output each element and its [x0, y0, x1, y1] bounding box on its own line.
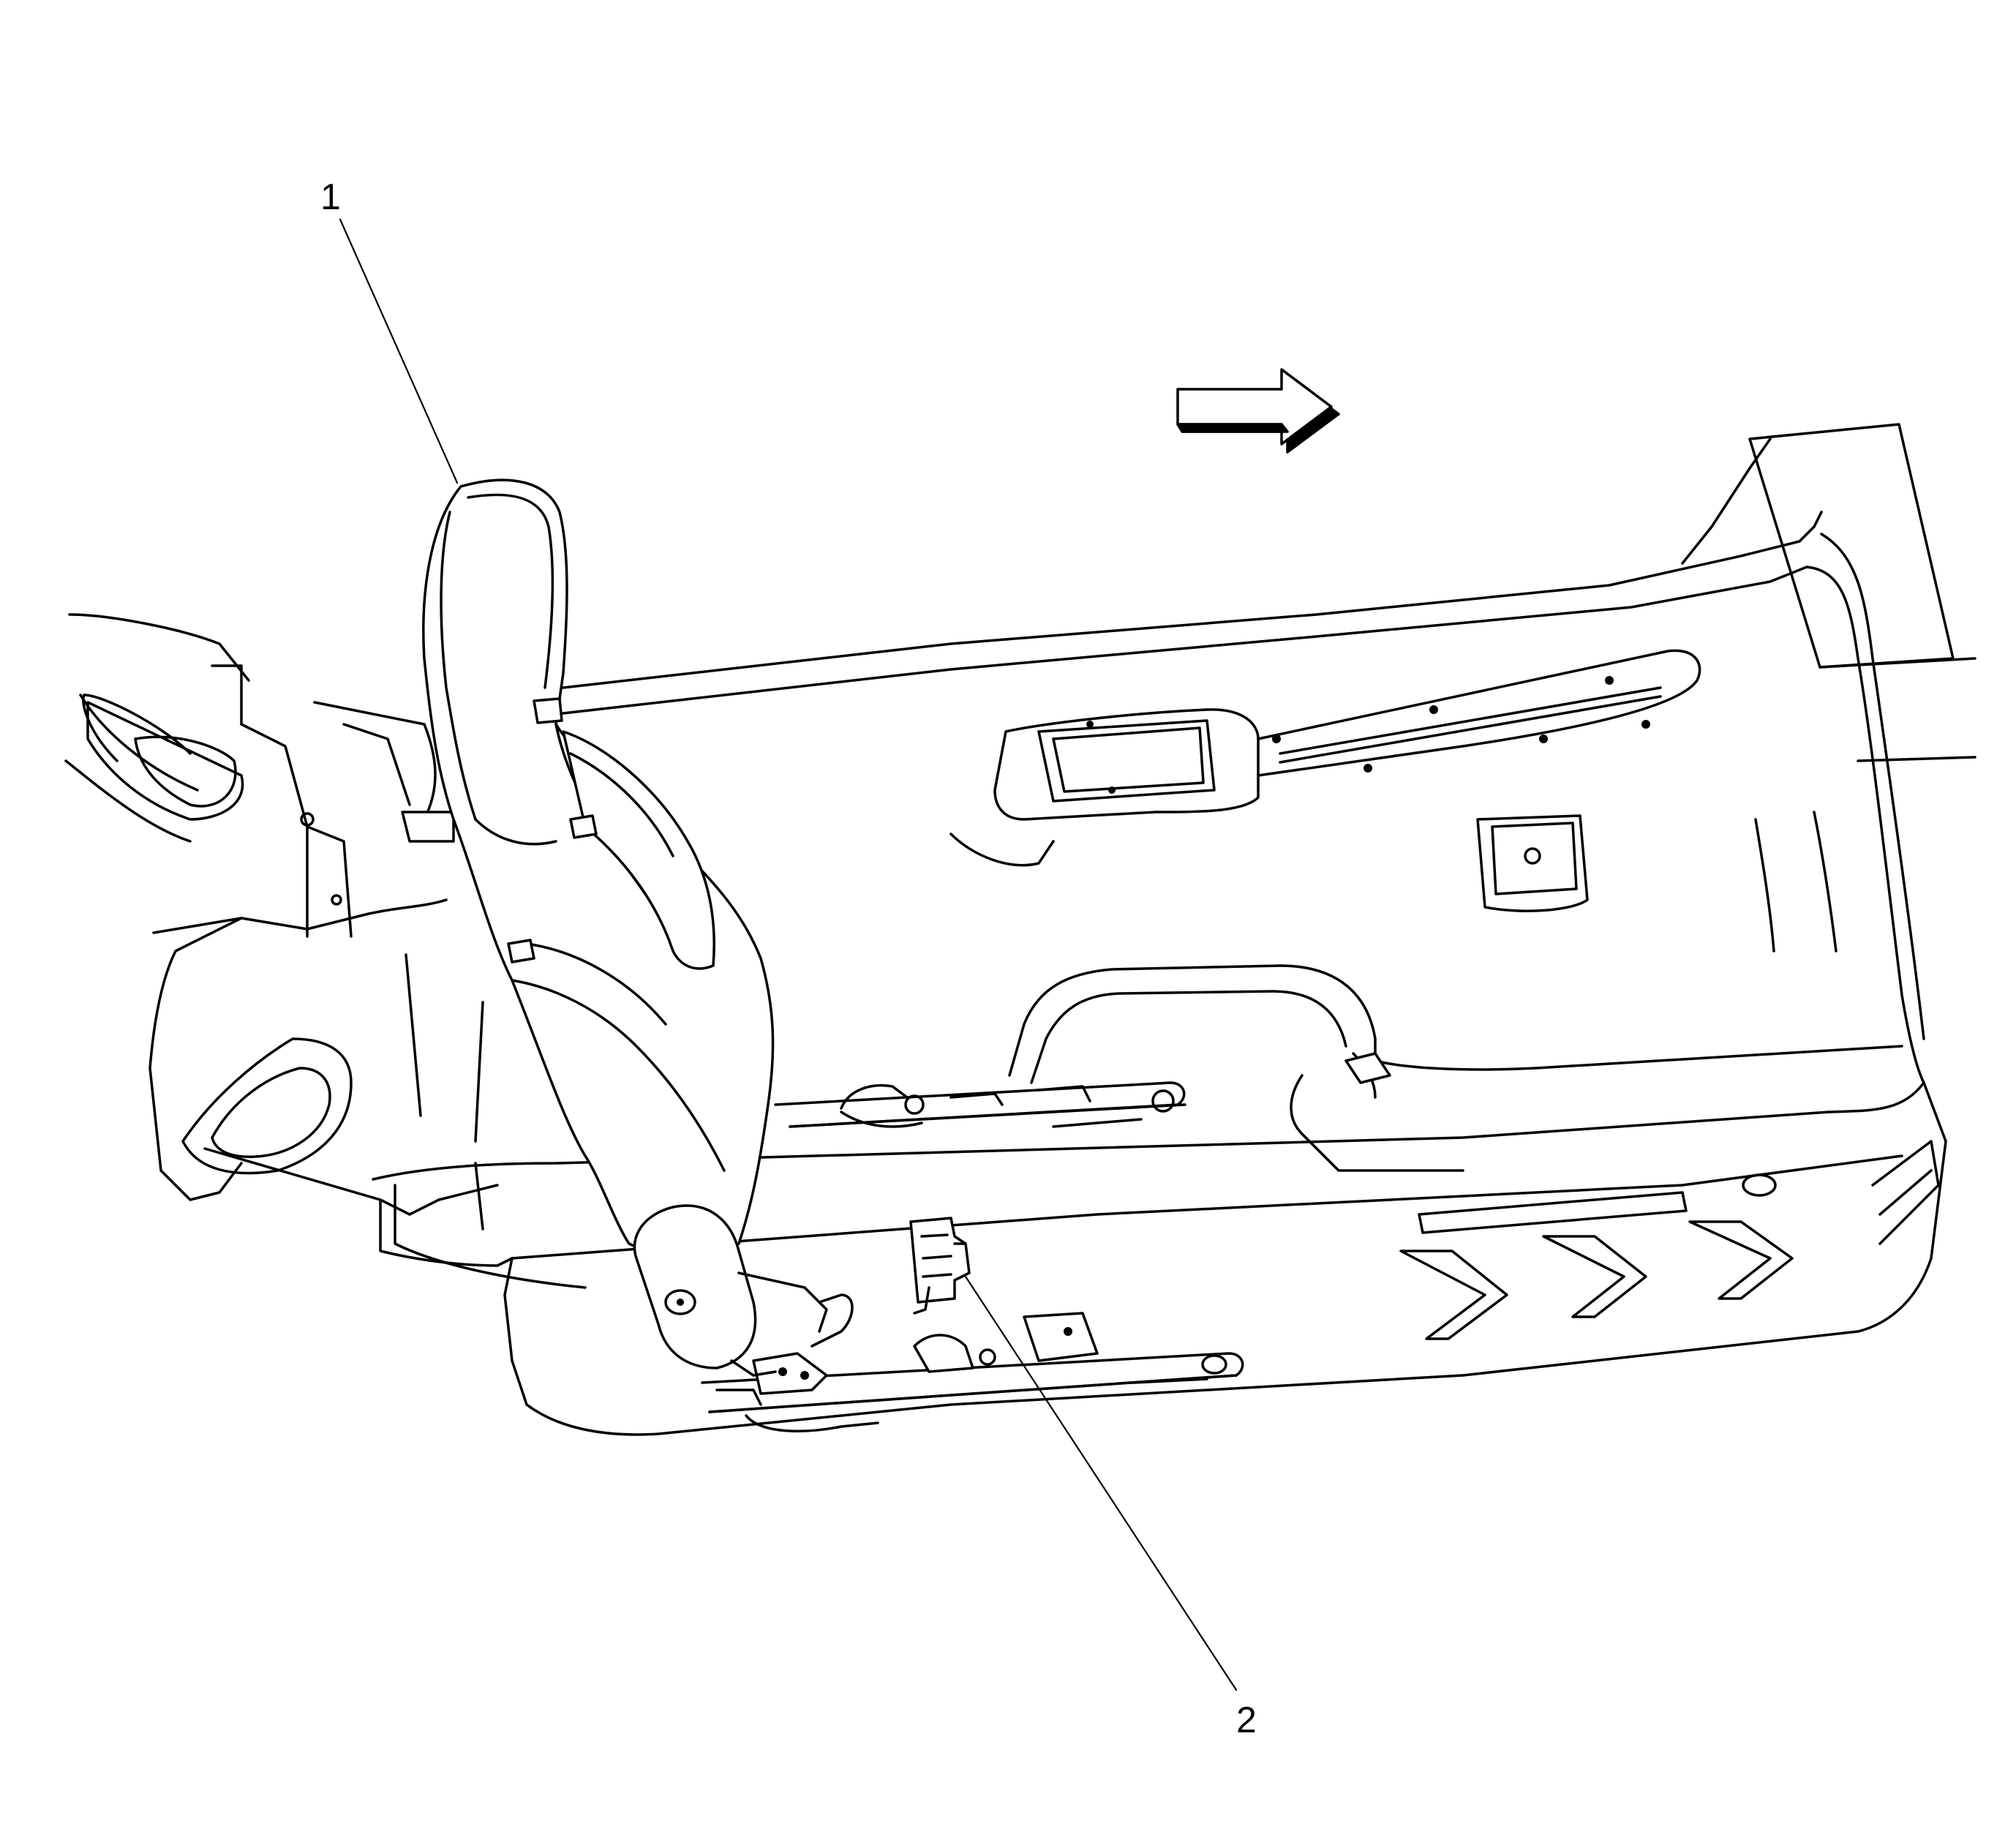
callout-2-label: 2	[1236, 1699, 1257, 1740]
vehicle-body-floor	[372, 437, 1947, 1436]
front-seat-track	[774, 1081, 1186, 1128]
left-body-structure	[64, 613, 514, 1267]
callout-1-leader	[339, 218, 459, 484]
callout-2-leader	[964, 1275, 1238, 1691]
rear-pillar-panel	[1748, 423, 1976, 762]
seat-recliner	[633, 1204, 854, 1377]
sill-chevron-2	[1542, 1235, 1647, 1318]
sill-chevron-3	[1688, 1220, 1794, 1300]
rear-seat-track	[701, 1312, 1244, 1432]
sill-chevron-1	[1399, 1250, 1508, 1340]
rear-floor-pan	[949, 649, 1838, 953]
callout-1-label: 1	[320, 176, 341, 217]
seat-mounted-component	[909, 1217, 971, 1315]
floor-channel	[1008, 964, 1903, 1172]
forward-arrow-icon	[1176, 368, 1340, 454]
seat-back	[422, 478, 775, 1256]
